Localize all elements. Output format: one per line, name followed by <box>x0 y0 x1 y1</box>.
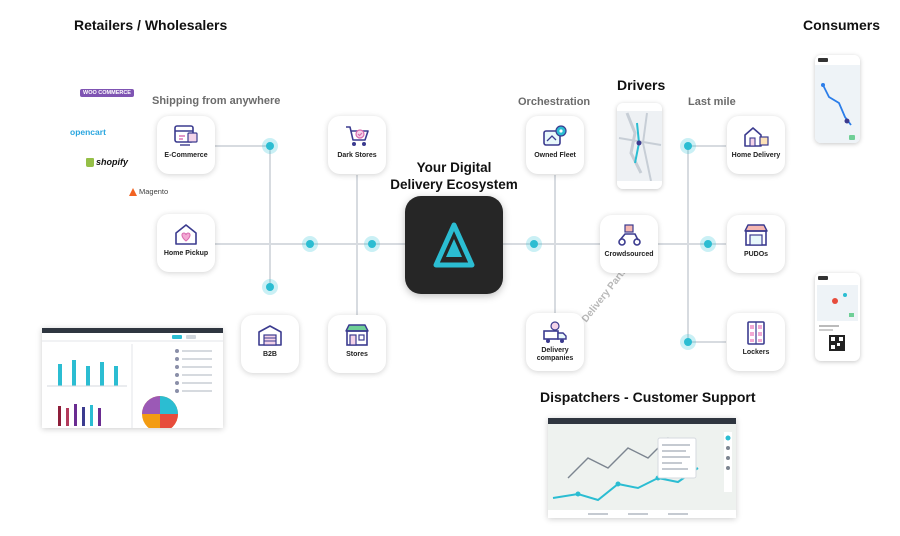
locker-icon <box>747 321 765 345</box>
dispatcher-map-thumbnail <box>548 418 736 518</box>
consumer-pickup-screenshot <box>815 273 860 361</box>
driver-map-thumbnail <box>617 103 662 189</box>
shopify-bag-icon <box>86 157 94 167</box>
consumer-map-thumbnail <box>815 55 860 143</box>
node-lockers: Lockers <box>727 313 785 371</box>
connector-dot <box>526 236 542 252</box>
brand-logo-icon <box>433 222 475 268</box>
ecosystem-title-line2: Delivery Ecosystem <box>390 177 518 192</box>
node-delivery-companies: Delivery companies <box>526 313 584 371</box>
subheading-orchestration: Orchestration <box>518 96 591 108</box>
delivery-truck-icon <box>543 321 567 343</box>
node-owned-fleet: Owned Fleet <box>526 116 584 174</box>
ecosystem-hub <box>405 196 503 294</box>
node-stores: Stores <box>328 315 386 373</box>
opencart-logo: opencart <box>70 127 106 137</box>
node-dark-stores-label: Dark Stores <box>337 152 377 159</box>
node-b2b: B2B <box>241 315 299 373</box>
warehouse-icon <box>258 325 282 346</box>
fleet-map-icon <box>543 125 567 146</box>
cart-icon <box>346 126 369 146</box>
connector-dot <box>302 236 318 252</box>
connector-dot <box>262 138 278 154</box>
heading-drivers: Drivers <box>617 77 666 93</box>
magento-logo: Magento <box>129 187 168 196</box>
consumer-tracking-screenshot <box>815 55 860 143</box>
heading-consumers: Consumers <box>803 17 881 33</box>
node-pudos-label: PUDOs <box>743 251 769 258</box>
retailer-dashboard-screenshot <box>42 328 223 428</box>
connector-dot <box>364 236 380 252</box>
shopify-logo: shopify <box>86 157 128 167</box>
connector-dot <box>680 138 696 154</box>
node-home-delivery-label: Home Delivery <box>731 152 781 159</box>
heading-retailers: Retailers / Wholesalers <box>74 17 228 33</box>
node-home-pickup: Home Pickup <box>157 214 215 272</box>
node-pudos: PUDOs <box>727 215 785 273</box>
node-crowdsourced-label: Crowdsourced <box>604 251 654 258</box>
pickup-shop-icon <box>744 224 768 246</box>
home-heart-icon <box>175 224 197 245</box>
dispatcher-map-screenshot <box>548 418 736 518</box>
node-ecommerce-label: E-Commerce <box>164 152 208 159</box>
magento-mark-icon <box>129 187 137 196</box>
node-home-pickup-label: Home Pickup <box>163 250 209 257</box>
subheading-shipping: Shipping from anywhere <box>152 95 281 107</box>
storefront-icon <box>345 324 369 346</box>
scooter-icon <box>618 224 641 246</box>
node-ecommerce: E-Commerce <box>157 116 215 174</box>
dashboard-thumbnail <box>42 328 223 428</box>
node-b2b-label: B2B <box>262 351 277 358</box>
subheading-last-mile: Last mile <box>688 96 736 108</box>
node-lockers-label: Lockers <box>742 349 770 356</box>
node-home-delivery: Home Delivery <box>727 116 785 174</box>
connector-dot <box>262 279 278 295</box>
woocommerce-logo: WOO COMMERCE <box>80 89 134 97</box>
ecosystem-title-line1: Your Digital <box>416 160 492 175</box>
node-delivery-companies-label: Delivery companies <box>536 347 574 362</box>
node-crowdsourced: Crowdsourced <box>600 215 658 273</box>
connector-dot <box>700 236 716 252</box>
heading-dispatchers: Dispatchers - Customer Support <box>540 389 756 405</box>
driver-app-screenshot <box>617 103 662 189</box>
consumer-pickup-thumbnail <box>815 273 860 351</box>
ecommerce-icon <box>174 125 198 146</box>
house-icon <box>744 127 769 147</box>
node-dark-stores: Dark Stores <box>328 116 386 174</box>
connector-dot <box>680 334 696 350</box>
ecosystem-title: Your Digital Delivery Ecosystem <box>374 159 534 193</box>
node-owned-fleet-label: Owned Fleet <box>534 152 576 159</box>
node-stores-label: Stores <box>346 351 368 358</box>
